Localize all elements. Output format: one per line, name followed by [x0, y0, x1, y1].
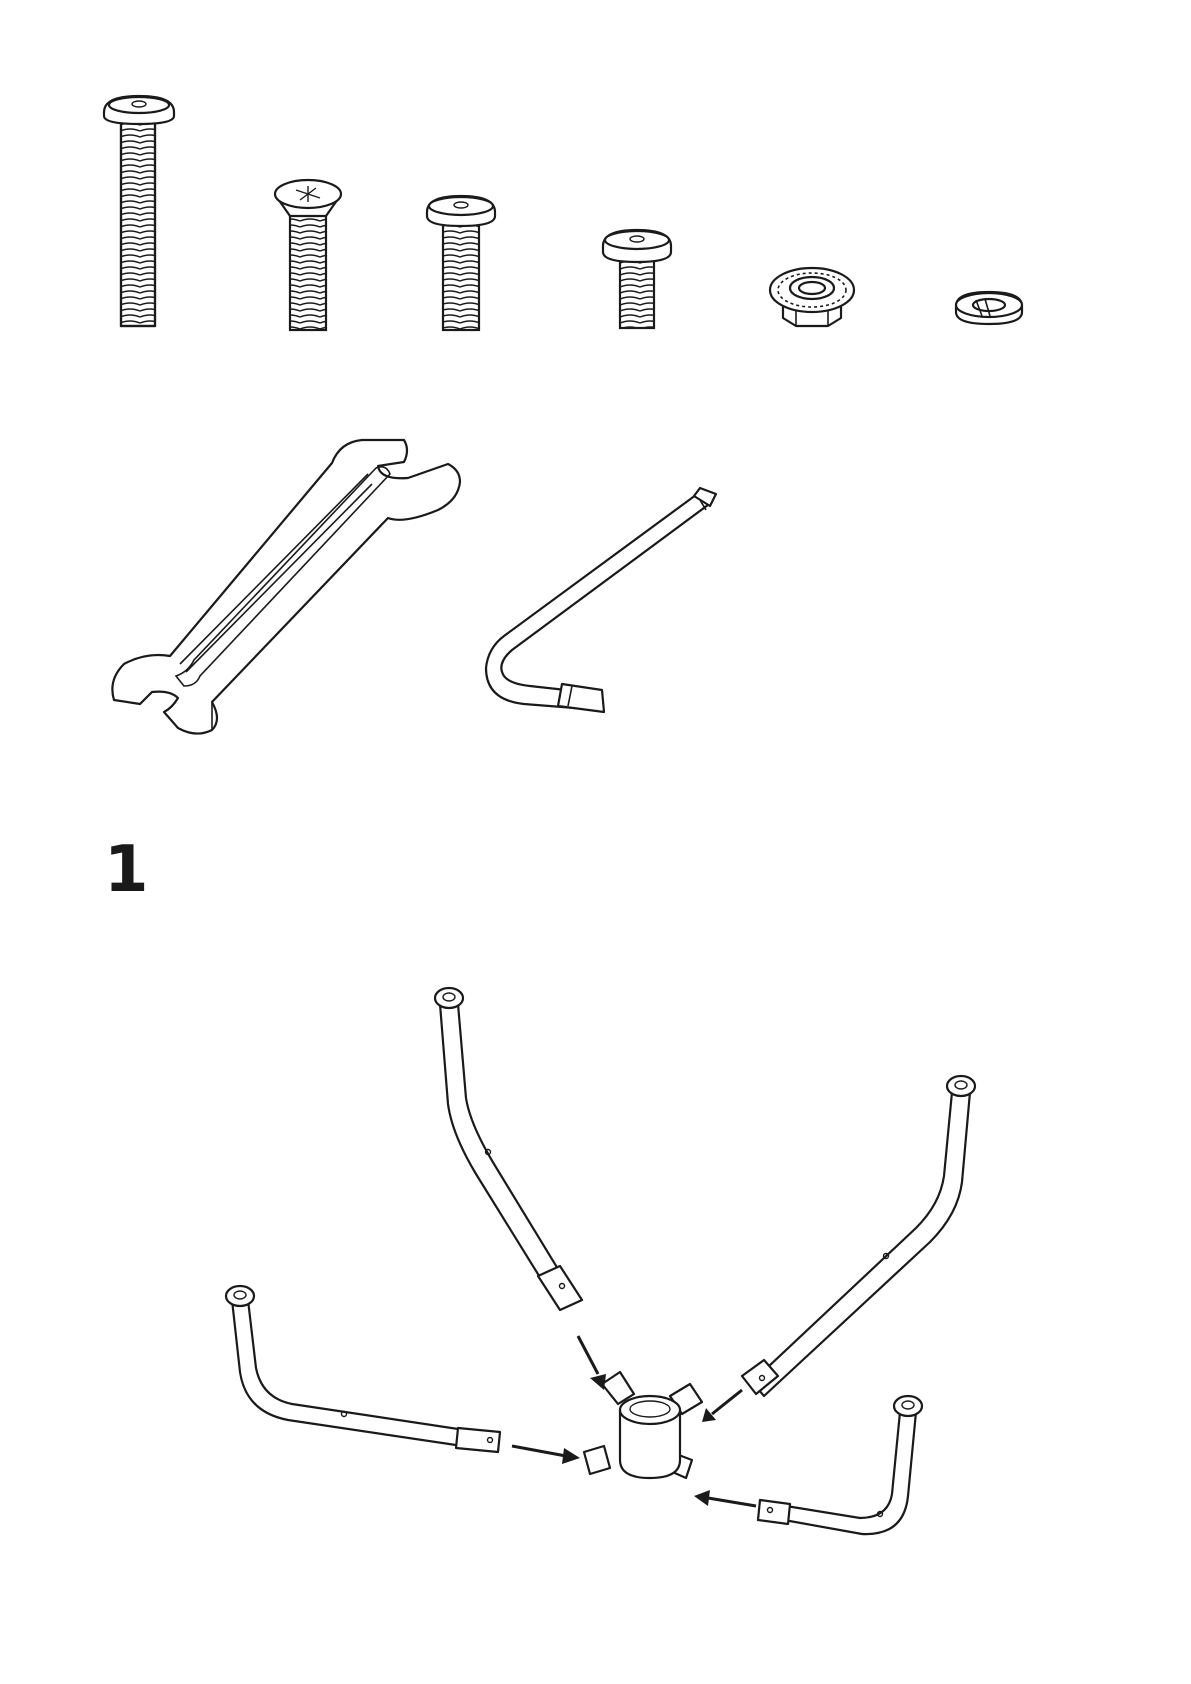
wrench-icon — [112, 440, 460, 734]
short-bolt-icon — [603, 230, 671, 328]
leg-left-icon — [226, 1286, 500, 1452]
flange-nut-icon — [770, 268, 854, 326]
step-number: 1 — [104, 838, 147, 902]
long-bolt-icon — [104, 96, 174, 326]
arrow-left-icon — [512, 1446, 580, 1464]
medium-bolt-icon — [427, 196, 495, 330]
phillips-screw-icon — [275, 180, 341, 330]
leg-top-left-icon — [435, 988, 582, 1310]
lock-washer-icon — [956, 292, 1022, 324]
arrow-top-left-icon — [578, 1336, 606, 1390]
leg-right-icon — [758, 1396, 922, 1534]
allen-key-icon — [486, 488, 716, 712]
arrow-right-icon — [694, 1490, 756, 1506]
leg-top-right-icon — [742, 1076, 975, 1396]
arrow-top-right-icon — [702, 1390, 742, 1422]
